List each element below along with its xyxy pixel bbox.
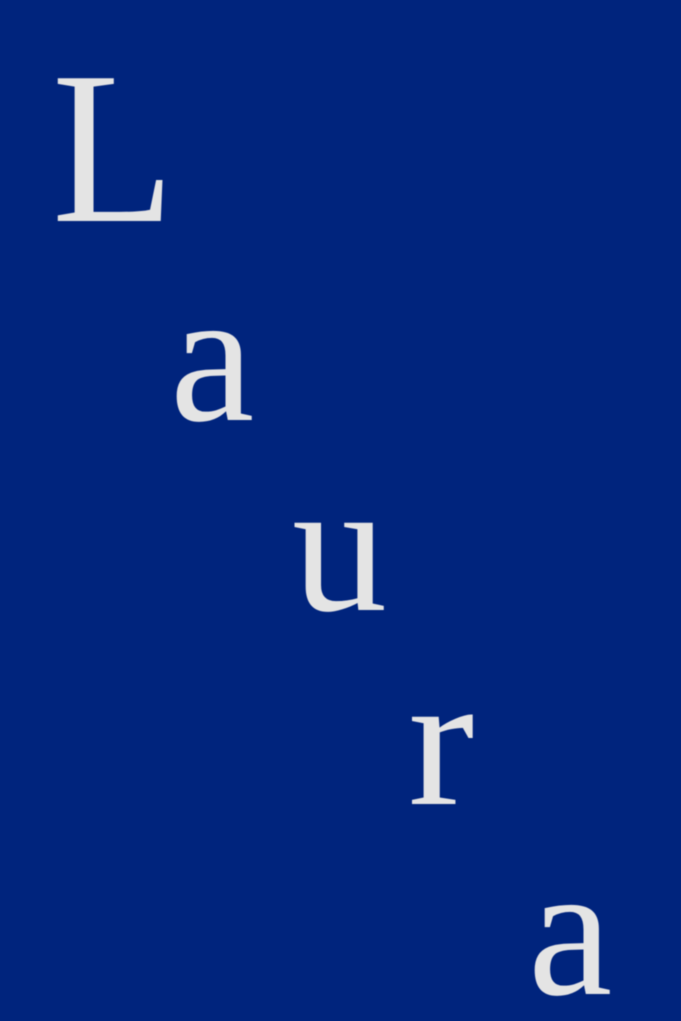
letter-l: L (52, 28, 175, 269)
letter-a-last: a (528, 826, 613, 1021)
letter-u: u (292, 442, 387, 652)
letter-a-first: a (170, 252, 255, 462)
letter-r: r (408, 636, 475, 846)
